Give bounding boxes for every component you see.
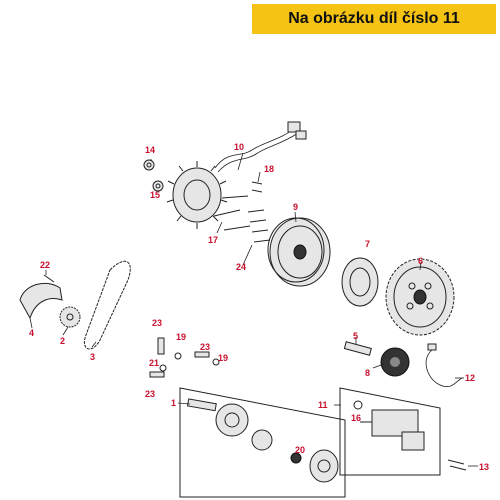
callout-24: 24 (236, 262, 246, 272)
callout-14: 14 (145, 145, 155, 155)
bolt-part-17[interactable] (213, 195, 251, 231)
callout-21: 21 (149, 358, 159, 368)
callout-6: 6 (418, 256, 423, 266)
callout-3: 3 (90, 352, 95, 362)
cover-part[interactable] (19, 282, 63, 320)
callout-19b: 19 (218, 353, 228, 363)
callout-4: 4 (29, 328, 34, 338)
callout-11: 11 (318, 400, 328, 410)
shaft-part[interactable] (343, 341, 372, 356)
chain-part[interactable] (84, 260, 131, 350)
screw-part-18[interactable] (251, 181, 263, 193)
callout-12: 12 (465, 373, 475, 383)
water-pump-group[interactable] (179, 387, 346, 498)
callout-20: 20 (295, 445, 305, 455)
starter-motor-group[interactable] (339, 387, 441, 476)
nut-part[interactable] (143, 159, 155, 171)
callout-7: 7 (365, 239, 370, 249)
callout-22: 22 (40, 260, 50, 270)
washer-part[interactable] (152, 180, 164, 192)
callout-17: 17 (208, 235, 218, 245)
screw-part-13[interactable] (447, 459, 467, 471)
bolt-part-22[interactable] (43, 274, 55, 283)
callout-2: 2 (60, 336, 65, 346)
callout-16: 16 (351, 413, 361, 423)
starter-gear-part[interactable] (385, 258, 455, 336)
clutch-part[interactable] (341, 257, 379, 307)
reduction-gear-part[interactable] (380, 347, 410, 377)
flywheel-part[interactable] (267, 217, 331, 287)
screw-part-24[interactable] (247, 209, 271, 243)
callout-23c: 23 (145, 389, 155, 399)
stator-part[interactable] (166, 121, 307, 229)
callout-18: 18 (264, 164, 274, 174)
callout-19a: 19 (176, 332, 186, 342)
starter-cable-part[interactable] (425, 343, 463, 387)
callout-5: 5 (353, 331, 358, 341)
callout-9: 9 (293, 202, 298, 212)
sprocket-part[interactable] (59, 306, 81, 328)
callout-23a: 23 (152, 318, 162, 328)
callout-10: 10 (234, 142, 244, 152)
callout-13: 13 (479, 462, 489, 472)
callout-8: 8 (365, 368, 370, 378)
callout-1: 1 (171, 398, 176, 408)
pin-part[interactable] (149, 337, 220, 378)
part-banner: Na obrázku díl číslo 11 (252, 4, 496, 34)
callout-15: 15 (150, 190, 160, 200)
callout-23b: 23 (200, 342, 210, 352)
